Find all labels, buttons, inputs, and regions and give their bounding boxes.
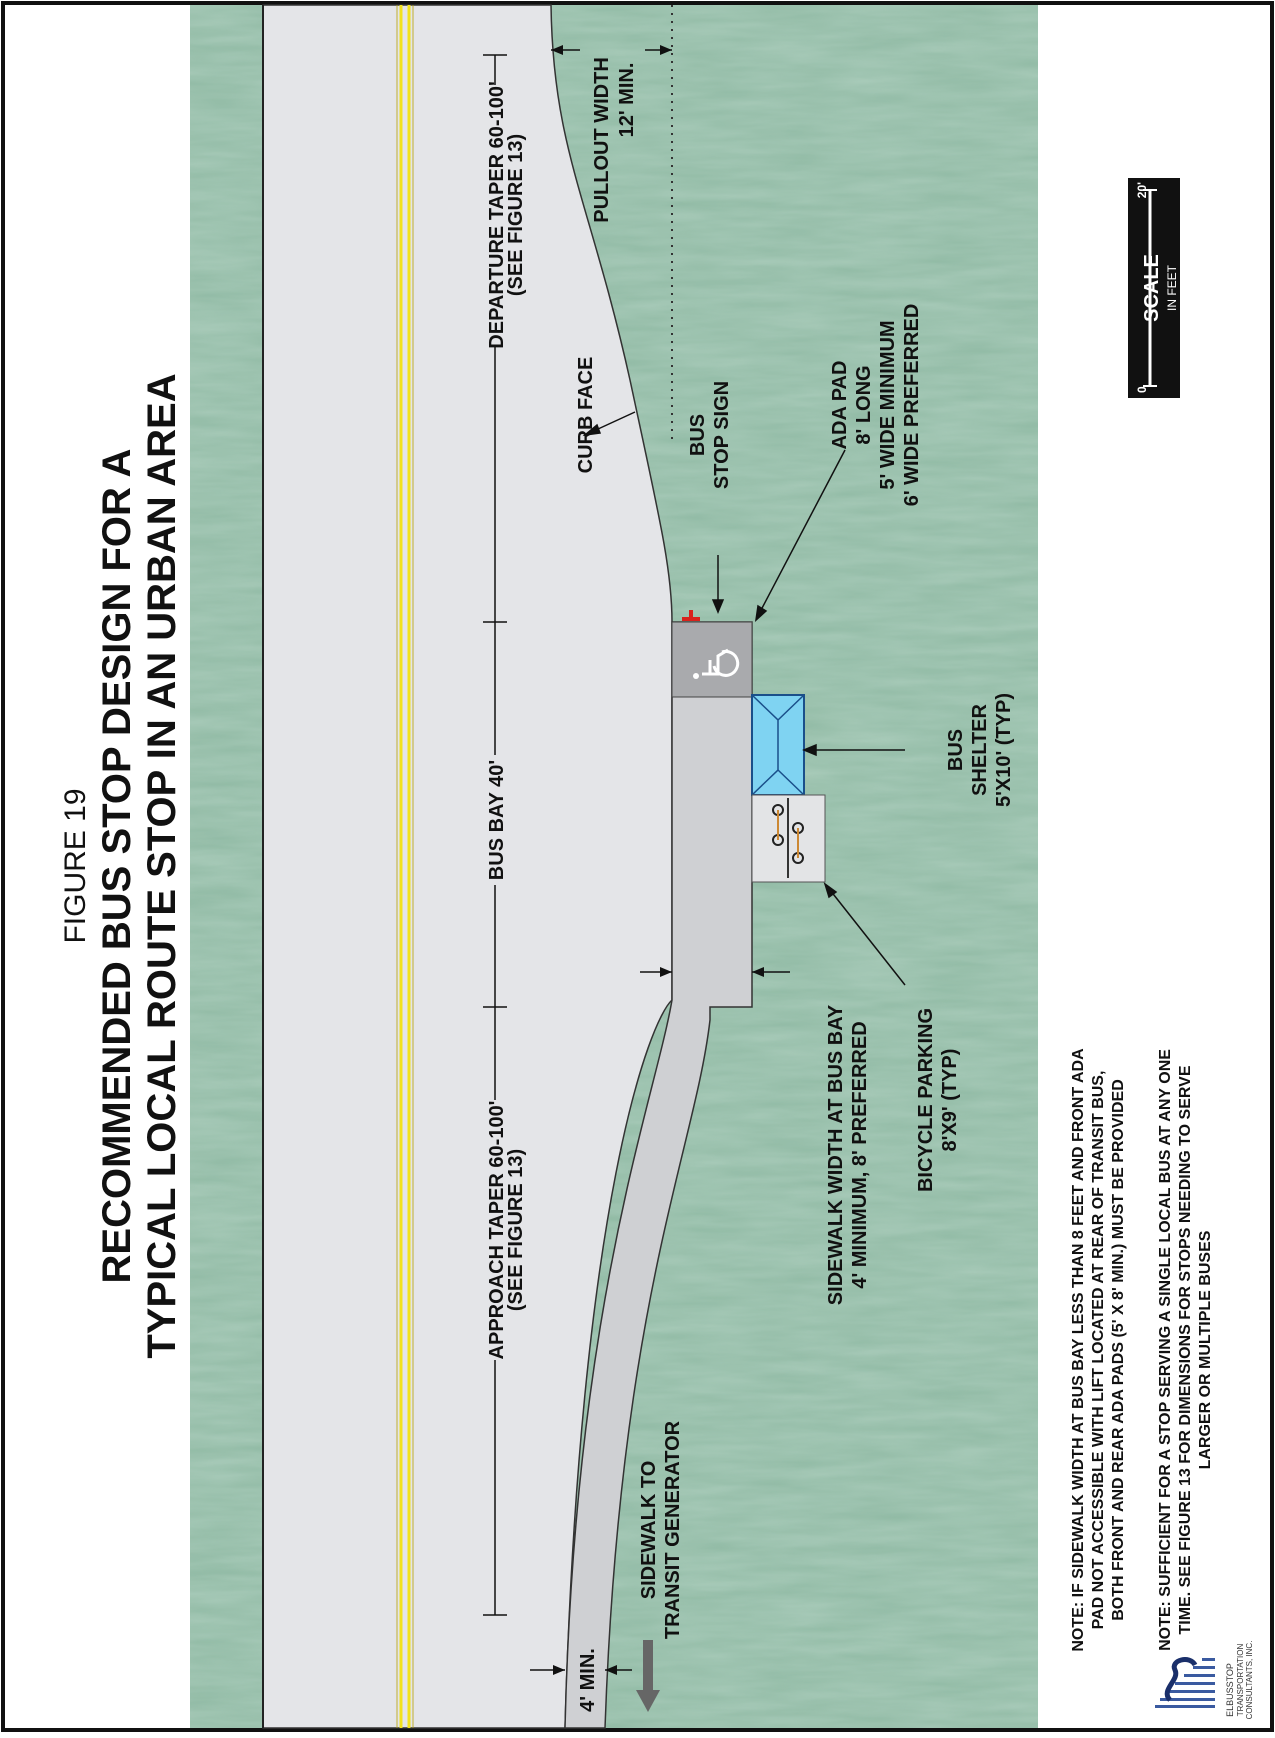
bus-shelter (751, 694, 805, 796)
sidewalk-to-label-1: SIDEWALK TO (638, 1461, 660, 1600)
approach-taper-label: APPROACH TAPER 60-100' (486, 1101, 508, 1360)
sidewalk-width-label-2: 4' MINIMUM, 8' PREFERRED (849, 1021, 871, 1288)
pullout-width-dimension (551, 45, 672, 55)
ada-pad-label-1: ADA PAD (829, 361, 851, 450)
ada-pad-label-3: 5' WIDE MINIMUM (877, 320, 899, 489)
sidewalk-width-label-1: SIDEWALK WIDTH AT BUS BAY (825, 1004, 847, 1305)
company-logo: ELBUSSTOP TRANSPORTATION CONSULTANTS, IN… (1155, 1641, 1254, 1720)
logo-name: ELBUSSTOP (1225, 1663, 1235, 1717)
logo-company-line2: CONSULTANTS, INC. (1245, 1641, 1254, 1720)
note1-line2: PAD NOT ACCESSIBLE WITH LIFT LOCATED AT … (1090, 1071, 1107, 1630)
bus-shelter-label-1: BUS (945, 729, 967, 771)
scale-end: 20' (1135, 182, 1149, 198)
roadway (262, 4, 673, 1729)
note2-line3: LARGER OR MULTIPLE BUSES (1197, 1230, 1214, 1469)
figure-title-line2: TYPICAL LOCAL ROUTE STOP IN AN URBAN ARE… (140, 373, 184, 1358)
approach-taper-ref: (SEE FIGURE 13) (505, 1149, 527, 1311)
dim-label-bg-departure (484, 85, 508, 345)
bus-stop-sign-label-1: BUS (687, 414, 709, 456)
note2-line2: TIME. SEE FIGURE 13 FOR DIMENSIONS FOR S… (1177, 1065, 1194, 1634)
pullout-width-value: 12' MIN. (616, 63, 638, 138)
dim-label-bg-approach (484, 1100, 508, 1360)
departure-taper-ref: (SEE FIGURE 13) (505, 134, 527, 296)
note1-line3: BOTH FRONT AND REAR ADA PADS (5' X 8' MI… (1110, 1079, 1127, 1621)
sidewalk-bay-dimension (640, 967, 790, 977)
figure-title-line1: RECOMMENDED BUS STOP DESIGN FOR A (95, 449, 139, 1284)
sidewalk-direction-arrow (636, 1640, 660, 1712)
logo-company-line1: TRANSPORTATION (1236, 1644, 1245, 1717)
bus-stop-sign-label-2: STOP SIGN (711, 381, 733, 489)
pullout-width-label: PULLOUT WIDTH (591, 57, 613, 223)
ada-pad-label-2: 8' LONG (853, 365, 875, 444)
scale-bar: 0 20' SCALE IN FEET (1128, 178, 1180, 398)
bicycle-parking-label-1: BICYCLE PARKING (915, 1008, 937, 1192)
accessibility-icon (693, 648, 740, 679)
sidewalk-to-label-2: TRANSIT GENERATOR (662, 1420, 684, 1639)
scale-start: 0 (1135, 386, 1149, 393)
note1-line1: NOTE: IF SIDEWALK WIDTH AT BUS BAY LESS … (1070, 1048, 1087, 1652)
sidewalk (564, 621, 753, 1729)
note2-line1: NOTE: SUFFICIENT FOR A STOP SERVING A SI… (1157, 1049, 1174, 1651)
ada-pad (671, 621, 753, 698)
sidewalk-min-dimension (530, 1665, 632, 1675)
sidewalk-min-label: 4' MIN. (577, 1648, 599, 1712)
bicycle-parking-label-2: 8'X9' (TYP) (939, 1049, 961, 1152)
bicycle-parking (751, 794, 826, 883)
notes: NOTE: IF SIDEWALK WIDTH AT BUS BAY LESS … (1070, 1048, 1214, 1652)
departure-taper-label: DEPARTURE TAPER 60-100' (486, 81, 508, 348)
scale-title: SCALE (1141, 254, 1163, 322)
bus-bay-label: BUS BAY 40' (486, 760, 508, 880)
bus-shelter-label-3: 5'X10' (TYP) (993, 693, 1015, 807)
figure-number: FIGURE 19 (59, 788, 92, 943)
leader-lines (582, 411, 906, 986)
scale-units: IN FEET (1165, 264, 1179, 311)
title-block: FIGURE 19 RECOMMENDED BUS STOP DESIGN FO… (59, 373, 184, 1358)
bus-shelter-label-2: SHELTER (969, 704, 991, 796)
ada-pad-label-4: 6' WIDE PREFERRED (901, 304, 923, 507)
dim-label-bg-bay (484, 755, 508, 885)
curb-face-label: CURB FACE (575, 357, 597, 474)
bus-stop-sign-icon (682, 610, 700, 621)
